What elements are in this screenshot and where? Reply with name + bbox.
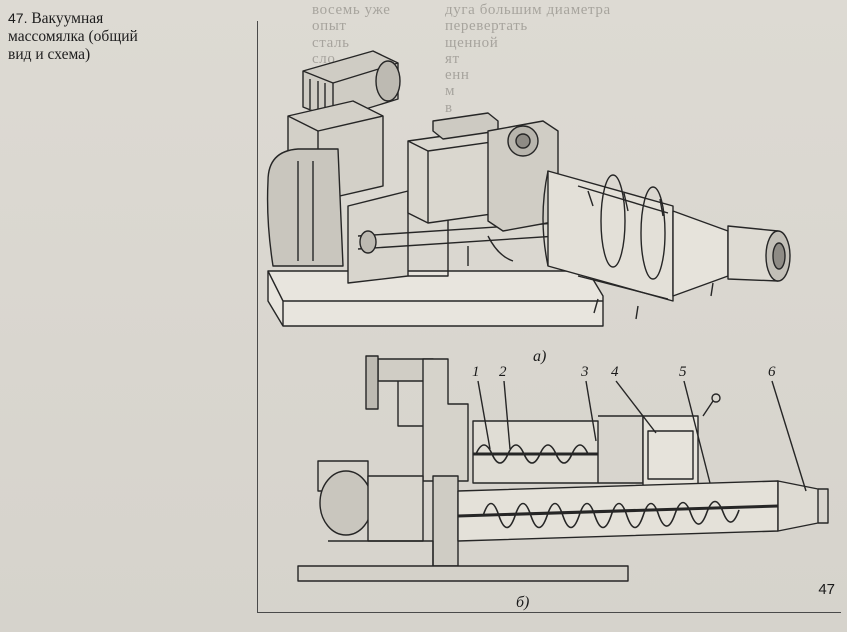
caption-number: 47. (8, 10, 28, 26)
figure-part-a-label: а) (533, 348, 547, 365)
figure-frame: а) б) 1 2 3 4 5 6 (257, 21, 841, 613)
caption-line-2: массомялка (общий (8, 28, 138, 45)
machine-illustration (266, 50, 829, 582)
callout-5: 5 (679, 364, 687, 380)
figure-caption: 47. Вакуумная массомялка (общий вид и сх… (8, 9, 228, 64)
callout-2: 2 (499, 364, 507, 380)
callout-4: 4 (611, 364, 619, 380)
callout-6: 6 (768, 364, 776, 380)
caption-line-1: Вакуумная (31, 10, 104, 27)
page-number: 47 (818, 581, 835, 598)
caption-line-3: вид и схема) (8, 46, 91, 63)
figure-part-b-label: б) (516, 594, 530, 611)
callout-1: 1 (472, 364, 480, 380)
callout-3: 3 (581, 364, 589, 380)
